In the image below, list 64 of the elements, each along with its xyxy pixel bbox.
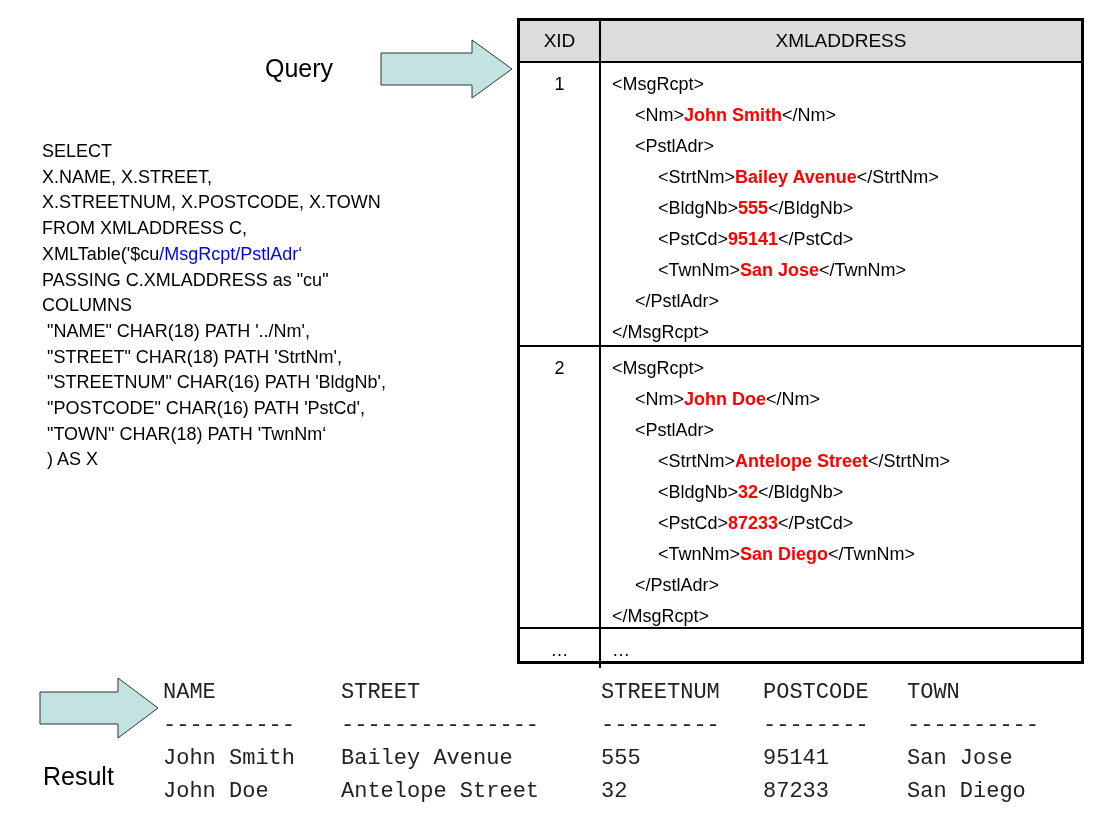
xml-line: <Nm>John Doe</Nm> — [635, 388, 821, 411]
result-value: 555 — [601, 745, 642, 773]
sql-line: ) AS X — [46, 448, 100, 472]
table-row — [520, 627, 1081, 668]
xml-line: </MsgRcpt> — [612, 321, 710, 344]
xml-line: <BldgNb>555</BldgNb> — [658, 197, 854, 220]
block-arrow — [380, 39, 513, 99]
column-name: STREET — [341, 679, 422, 707]
column-header: XID — [520, 21, 599, 61]
xml-line: <TwnNm>San Jose</TwnNm> — [658, 259, 907, 282]
result-value: Bailey Avenue — [341, 745, 514, 773]
result-value: 32 — [601, 778, 629, 806]
dash-rule: --------- — [601, 712, 721, 740]
xml-line: <PstCd>95141</PstCd> — [658, 228, 854, 251]
sql-line: SELECT — [42, 140, 114, 163]
sql-line: COLUMNS — [42, 294, 133, 318]
xml-line: … — [612, 639, 630, 662]
xml-line: <MsgRcpt> — [612, 73, 705, 96]
sql-line: X.NAME, X.STREET, — [42, 165, 214, 189]
xpath-text: /MsgRcpt/PstlAdr‘ — [159, 243, 303, 264]
table-row — [520, 345, 1081, 627]
column-header: XMLADDRESS — [599, 21, 1081, 61]
sql-line: "TOWN" CHAR(18) PATH 'TwnNm‘ — [46, 422, 328, 446]
result-value: John Smith — [163, 745, 297, 773]
sql-line: FROM XMLADDRESS C, — [42, 217, 249, 241]
sql-line: PASSING C.XMLADDRESS as "cu" — [42, 268, 330, 292]
xml-line: <PstlAdr> — [635, 419, 715, 442]
sql-line: "POSTCODE" CHAR(16) PATH 'PstCd', — [46, 397, 367, 421]
row-id: 1 — [554, 74, 565, 94]
result-value: Antelope Street — [341, 778, 541, 806]
column-name: TOWN — [907, 679, 961, 707]
xml-line: <PstlAdr> — [635, 135, 715, 158]
column-name: POSTCODE — [763, 679, 870, 707]
result-value: San Diego — [907, 778, 1027, 806]
arrow-caption: Query — [265, 54, 334, 83]
result-value: John Doe — [163, 778, 270, 806]
block-arrow — [39, 677, 159, 739]
arrow-caption: Result — [43, 762, 114, 791]
xml-line: </MsgRcpt> — [612, 605, 710, 628]
xml-line: <Nm>John Smith</Nm> — [635, 104, 837, 127]
sql-line: "NAME" CHAR(18) PATH '../Nm', — [46, 319, 311, 343]
xml-line: </PstlAdr> — [635, 574, 720, 597]
sql-line: "STREET" CHAR(18) PATH 'StrtNm', — [46, 345, 343, 369]
dash-rule: -------- — [763, 712, 870, 740]
result-value: 95141 — [763, 745, 830, 773]
xml-line: <BldgNb>32</BldgNb> — [658, 481, 844, 504]
result-value: San Jose — [907, 745, 1014, 773]
xml-line: <StrtNm>Antelope Street</StrtNm> — [658, 450, 951, 473]
row-id: 2 — [554, 358, 565, 378]
dash-rule: --------------- — [341, 712, 541, 740]
sql-line: XMLTable('$cu — [42, 243, 160, 264]
row-id: … — [550, 640, 569, 660]
dash-rule: ---------- — [163, 712, 297, 740]
xml-line: </PstlAdr> — [635, 290, 720, 313]
dash-rule: ---------- — [907, 712, 1041, 740]
result-value: 87233 — [763, 778, 830, 806]
sql-line: "STREETNUM" CHAR(16) PATH 'BldgNb', — [46, 371, 387, 395]
xml-line: <MsgRcpt> — [612, 357, 705, 380]
column-name: STREETNUM — [601, 679, 721, 707]
xml-line: <PstCd>87233</PstCd> — [658, 512, 854, 535]
sql-line: X.STREETNUM, X.POSTCODE, X.TOWN — [42, 191, 382, 215]
column-name: NAME — [163, 679, 217, 707]
xml-line: <StrtNm>Bailey Avenue</StrtNm> — [658, 166, 939, 189]
xml-line: <TwnNm>San Diego</TwnNm> — [658, 543, 916, 566]
